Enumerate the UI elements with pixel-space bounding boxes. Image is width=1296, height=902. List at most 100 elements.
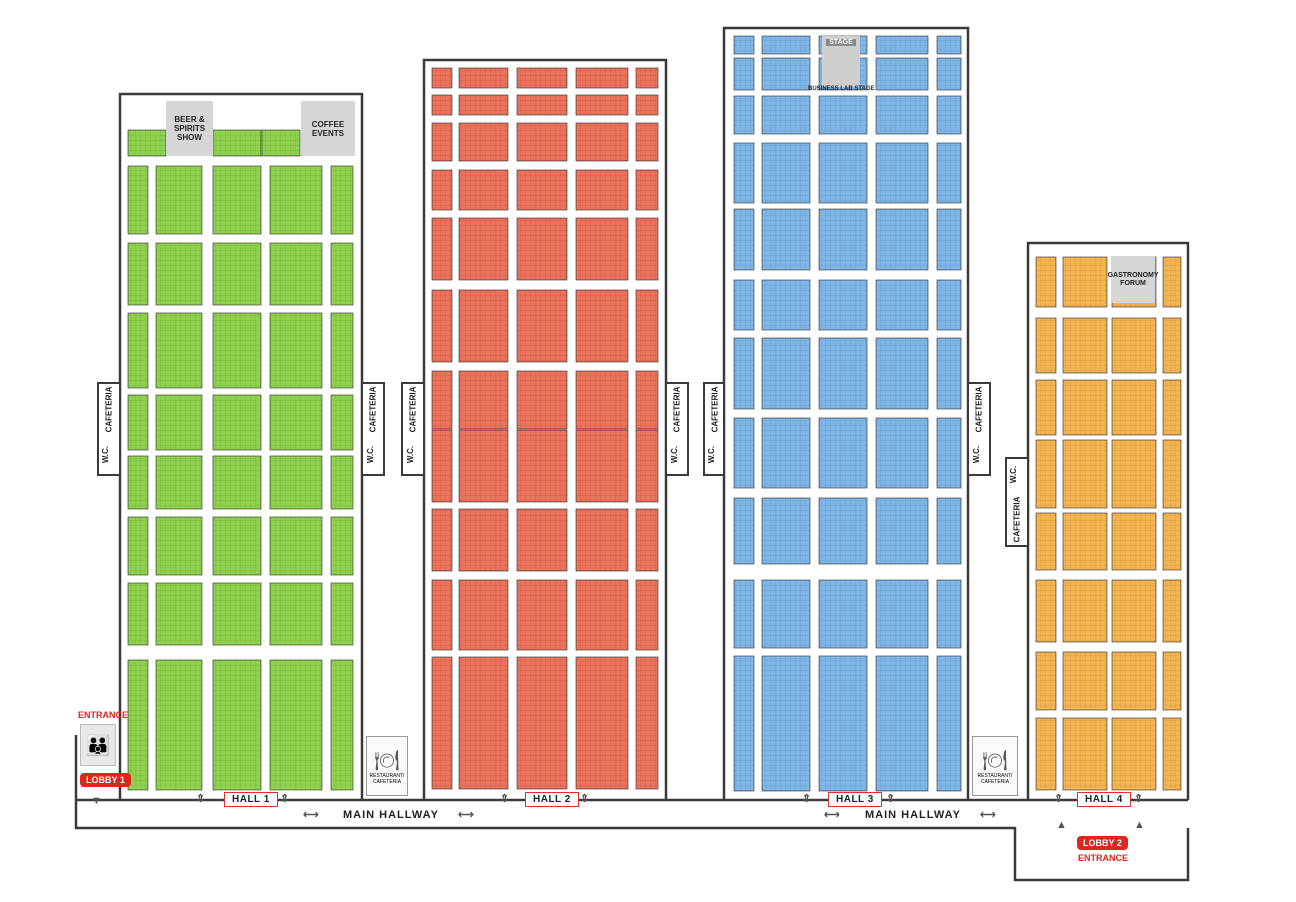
- hall2-booth-block[interactable]: [516, 579, 568, 651]
- hall4-booth-block[interactable]: [1162, 317, 1182, 374]
- hall3-booth-block[interactable]: [733, 57, 755, 91]
- hall1-booth-block[interactable]: [127, 455, 149, 510]
- hall1-booth-block[interactable]: [330, 455, 354, 510]
- hall1-booth-block[interactable]: [269, 659, 323, 791]
- hall3-booth-block[interactable]: [875, 497, 929, 565]
- hall2-booth-block[interactable]: [458, 370, 509, 430]
- hall3-booth-block[interactable]: [936, 497, 962, 565]
- hall2-booth-block[interactable]: [431, 289, 453, 363]
- hall2-booth-block[interactable]: [635, 217, 659, 281]
- hall1-booth-block[interactable]: [212, 455, 262, 510]
- hall2-booth-block[interactable]: [431, 217, 453, 281]
- hall2-booth-block[interactable]: [458, 579, 509, 651]
- hall1-booth-block[interactable]: [127, 582, 149, 646]
- hall2-booth-block[interactable]: [575, 579, 629, 651]
- hall3-booth-block[interactable]: [761, 579, 811, 649]
- hall4-booth-block[interactable]: [1162, 717, 1182, 791]
- hall3-booth-block[interactable]: [875, 279, 929, 331]
- hall1-booth-block[interactable]: [269, 312, 323, 389]
- hall3-booth-block[interactable]: [761, 417, 811, 489]
- hall3-booth-block[interactable]: [875, 208, 929, 271]
- hall3-booth-block[interactable]: [936, 655, 962, 792]
- hall2-booth-block[interactable]: [516, 508, 568, 572]
- hall1-booth-block[interactable]: [155, 516, 203, 576]
- hall2-booth-block[interactable]: [516, 94, 568, 116]
- hall1-booth-block[interactable]: [269, 394, 323, 451]
- hall1-booth-block[interactable]: [330, 582, 354, 646]
- hall2-booth-block[interactable]: [431, 429, 453, 503]
- hall2-booth-block[interactable]: [431, 579, 453, 651]
- hall4-booth-block[interactable]: [1035, 579, 1057, 643]
- hall3-booth-block[interactable]: [875, 57, 929, 91]
- hall2-booth-block[interactable]: [635, 94, 659, 116]
- hall2-booth-block[interactable]: [635, 656, 659, 790]
- hall1-booth-block[interactable]: [269, 516, 323, 576]
- hall4-booth-block[interactable]: [1062, 439, 1108, 509]
- hall3-booth-block[interactable]: [733, 497, 755, 565]
- hall3-booth-block[interactable]: [818, 142, 868, 204]
- hall3-booth-block[interactable]: [761, 57, 811, 91]
- hall4-booth-block[interactable]: [1035, 439, 1057, 509]
- hall4-booth-block[interactable]: [1162, 379, 1182, 436]
- hall2-booth-block[interactable]: [635, 289, 659, 363]
- hall2-booth-block[interactable]: [516, 67, 568, 89]
- hall2-booth-block[interactable]: [635, 67, 659, 89]
- hall1-booth-block[interactable]: [155, 165, 203, 235]
- hall2-booth-block[interactable]: [516, 217, 568, 281]
- hall3-booth-block[interactable]: [761, 279, 811, 331]
- hall2-booth-block[interactable]: [431, 67, 453, 89]
- hall1-booth-block[interactable]: [330, 242, 354, 306]
- hall1-booth-block[interactable]: [212, 582, 262, 646]
- hall3-booth-block[interactable]: [936, 337, 962, 410]
- hall1-booth-block[interactable]: [269, 455, 323, 510]
- hall2-booth-block[interactable]: [575, 289, 629, 363]
- hall4-booth-block[interactable]: [1062, 651, 1108, 711]
- hall3-booth-block[interactable]: [733, 208, 755, 271]
- hall4-booth-block[interactable]: [1162, 439, 1182, 509]
- hall2-booth-block[interactable]: [575, 429, 629, 503]
- hall2-booth-block[interactable]: [575, 169, 629, 211]
- hall3-booth-block[interactable]: [936, 279, 962, 331]
- hall1-booth-block[interactable]: [269, 242, 323, 306]
- hall2-booth-block[interactable]: [575, 217, 629, 281]
- hall3-booth-block[interactable]: [818, 95, 868, 135]
- hall4-booth-block[interactable]: [1062, 379, 1108, 436]
- hall2-booth-block[interactable]: [431, 94, 453, 116]
- hall3-booth-block[interactable]: [818, 208, 868, 271]
- hall2-booth-block[interactable]: [635, 508, 659, 572]
- hall3-booth-block[interactable]: [733, 655, 755, 792]
- hall3-booth-block[interactable]: [761, 142, 811, 204]
- hall1-booth-block[interactable]: [155, 455, 203, 510]
- hall4-booth-block[interactable]: [1035, 651, 1057, 711]
- hall2-booth-block[interactable]: [575, 94, 629, 116]
- hall1-booth-block[interactable]: [127, 129, 167, 157]
- hall3-booth-block[interactable]: [936, 95, 962, 135]
- hall3-booth-block[interactable]: [818, 417, 868, 489]
- hall1-booth-block[interactable]: [127, 312, 149, 389]
- hall1-booth-block[interactable]: [127, 516, 149, 576]
- hall1-booth-block[interactable]: [212, 394, 262, 451]
- hall2-booth-block[interactable]: [458, 169, 509, 211]
- hall3-booth-block[interactable]: [875, 579, 929, 649]
- hall3-booth-block[interactable]: [936, 579, 962, 649]
- hall3-booth-block[interactable]: [733, 35, 755, 55]
- hall4-booth-block[interactable]: [1111, 717, 1157, 791]
- hall1-booth-block[interactable]: [330, 312, 354, 389]
- hall3-booth-block[interactable]: [936, 142, 962, 204]
- hall3-booth-block[interactable]: [818, 497, 868, 565]
- hall2-booth-block[interactable]: [458, 429, 509, 503]
- hall1-booth-block[interactable]: [269, 165, 323, 235]
- hall2-booth-block[interactable]: [458, 217, 509, 281]
- hall3-booth-block[interactable]: [761, 337, 811, 410]
- hall4-booth-block[interactable]: [1035, 379, 1057, 436]
- hall2-booth-block[interactable]: [635, 370, 659, 430]
- hall1-booth-block[interactable]: [269, 582, 323, 646]
- hall2-booth-block[interactable]: [635, 429, 659, 503]
- hall1-booth-block[interactable]: [155, 394, 203, 451]
- hall1-booth-block[interactable]: [155, 242, 203, 306]
- hall3-booth-block[interactable]: [875, 417, 929, 489]
- hall1-booth-block[interactable]: [330, 394, 354, 451]
- hall3-booth-block[interactable]: [936, 417, 962, 489]
- hall2-booth-block[interactable]: [575, 656, 629, 790]
- hall4-booth-block[interactable]: [1111, 439, 1157, 509]
